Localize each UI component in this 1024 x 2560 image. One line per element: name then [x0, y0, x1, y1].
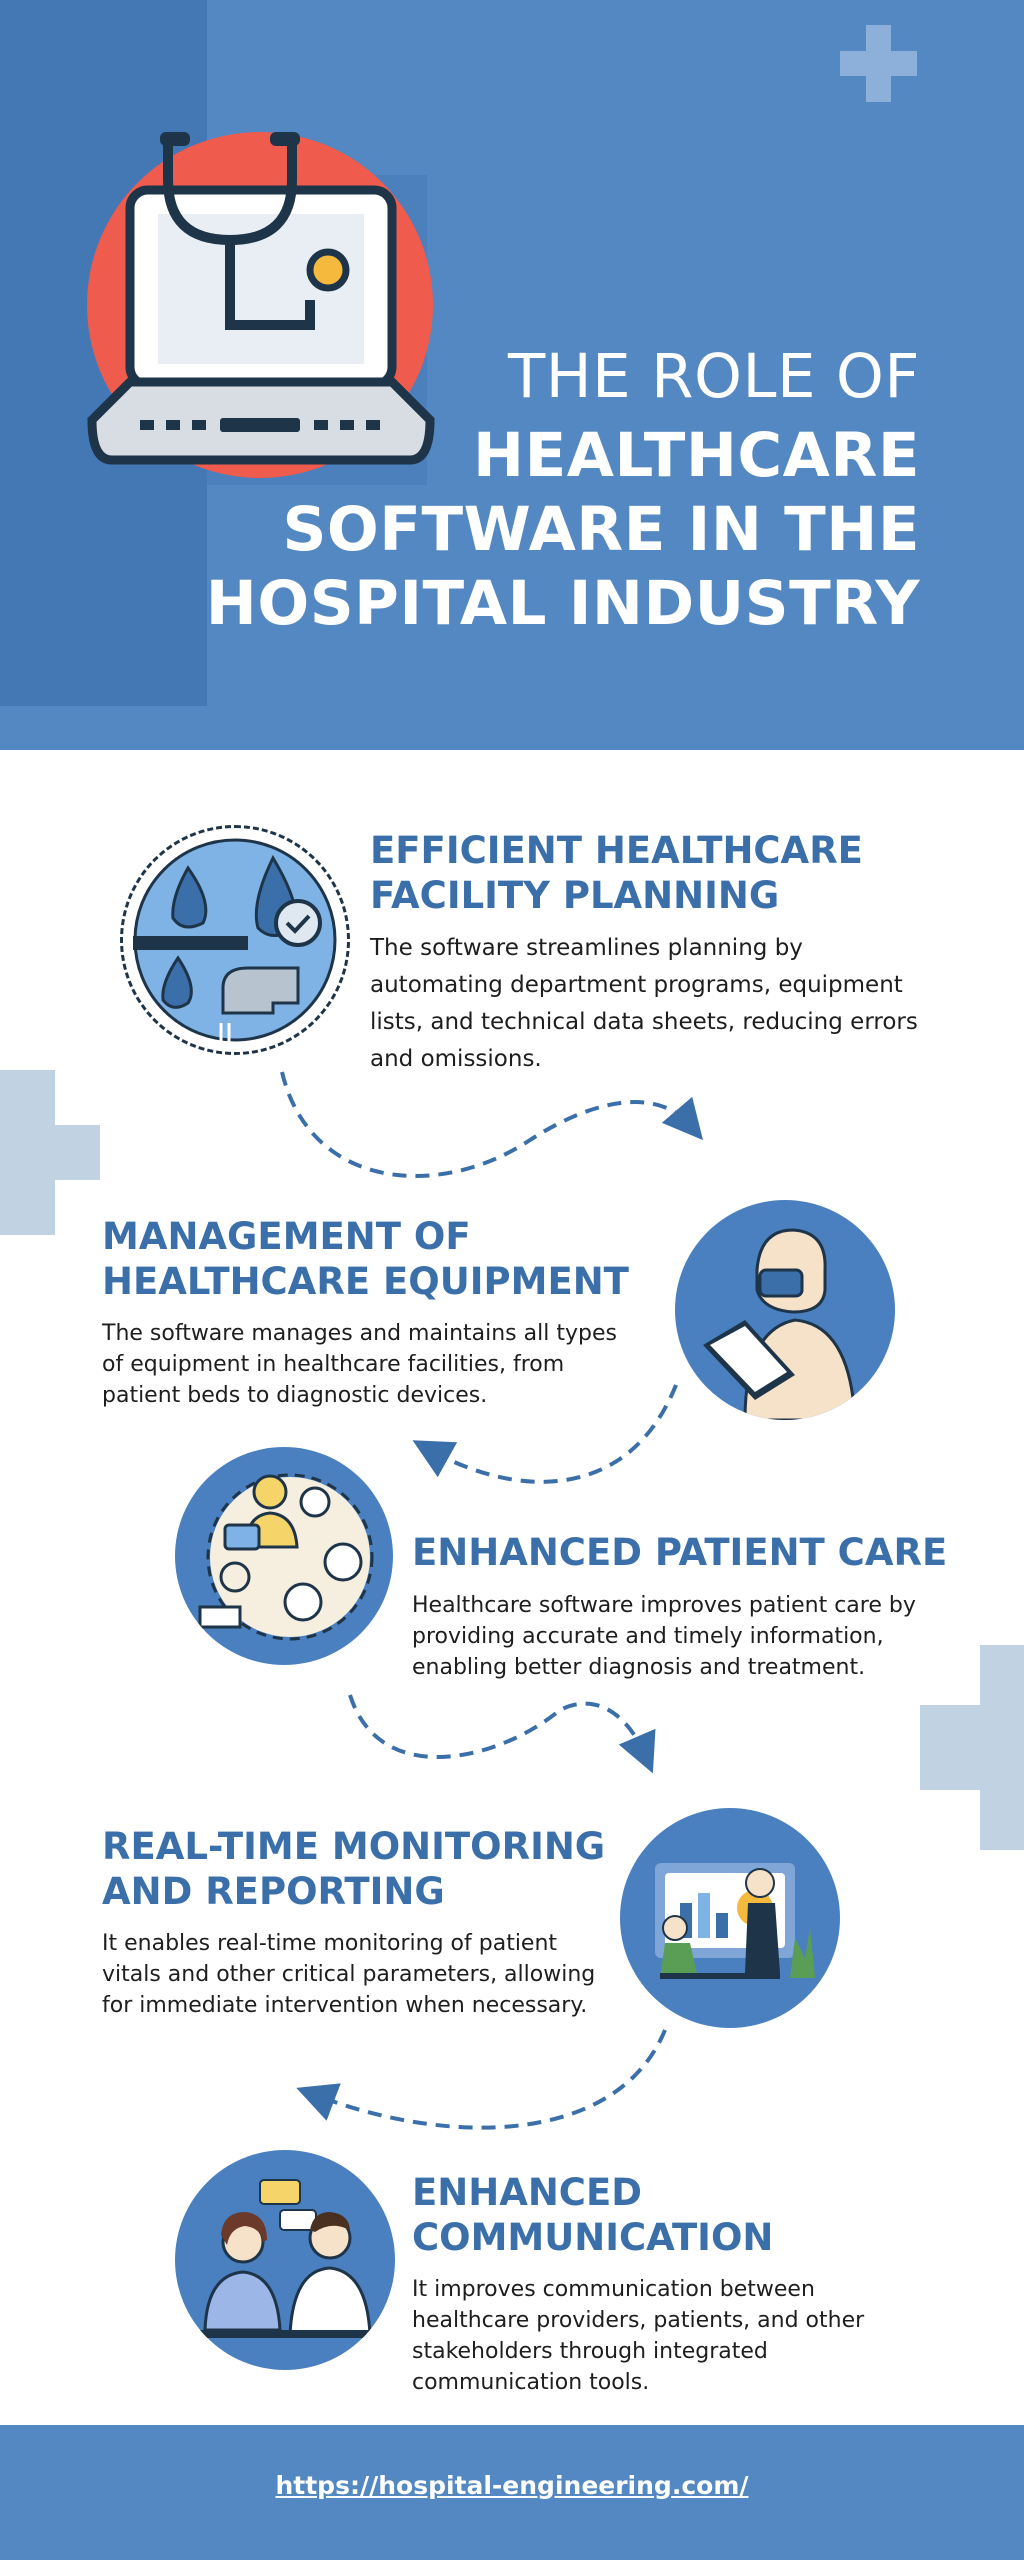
section-3-heading: ENHANCED PATIENT CARE: [412, 1530, 947, 1575]
section-2-heading: MANAGEMENT OF HEALTHCARE EQUIPMENT: [102, 1214, 629, 1304]
section-2-heading-line-2: HEALTHCARE EQUIPMENT: [102, 1260, 629, 1303]
section-5-illustration: [175, 2150, 395, 2370]
section-1-heading-line-2: FACILITY PLANNING: [370, 874, 780, 917]
page-title: THE ROLE OF HEALTHCARE SOFTWARE IN THE H…: [160, 335, 920, 641]
laptop-stethoscope-icon: [87, 132, 435, 478]
two-people-chatting-icon: [195, 2179, 375, 2338]
section-5-heading-line-2: COMMUNICATION: [412, 2216, 774, 2259]
patient-care-team-icon: [198, 1473, 374, 1641]
plus-decoration-icon: [840, 25, 917, 102]
title-line-4: HOSPITAL INDUSTRY: [205, 568, 920, 639]
section-4-body: It enables real-time monitoring of patie…: [102, 1931, 596, 2018]
section-1-illustration: [120, 825, 350, 1055]
section-3-body: Healthcare software improves patient car…: [412, 1593, 916, 1680]
plus-decoration-icon: [0, 1070, 100, 1235]
website-link[interactable]: https://hospital-engineering.com/: [275, 2471, 749, 2500]
footer-bar: https://hospital-engineering.com/: [0, 2425, 1024, 2560]
section-3-heading-line-1: ENHANCED PATIENT CARE: [412, 1531, 948, 1574]
section-1-heading: EFFICIENT HEALTHCARE FACILITY PLANNING: [370, 828, 863, 918]
plus-decoration-icon: [920, 1645, 1024, 1850]
section-2-illustration: [675, 1200, 895, 1420]
monitoring-dashboard-icon: [655, 1863, 815, 1979]
section-1-heading-line-1: EFFICIENT HEALTHCARE: [370, 829, 863, 872]
section-5-heading-line-1: ENHANCED: [412, 2171, 642, 2214]
section-4-illustration: [620, 1808, 840, 2028]
section-4-heading: REAL-TIME MONITORING AND REPORTING: [102, 1824, 605, 1914]
section-5-body: It improves communication between health…: [412, 2277, 865, 2395]
section-3-illustration: [175, 1447, 393, 1665]
section-4-heading-line-2: AND REPORTING: [102, 1870, 445, 1913]
title-line-2: HEALTHCARE: [473, 420, 920, 491]
section-4-heading-line-1: REAL-TIME MONITORING: [102, 1825, 606, 1868]
section-5-heading: ENHANCED COMMUNICATION: [412, 2170, 773, 2260]
header-banner: THE ROLE OF HEALTHCARE SOFTWARE IN THE H…: [0, 0, 1024, 750]
title-line-3: SOFTWARE IN THE: [282, 494, 920, 565]
title-line-1: THE ROLE OF: [508, 341, 920, 412]
water-drops-faucet-icon: [133, 838, 337, 1048]
section-2-heading-line-1: MANAGEMENT OF: [102, 1215, 471, 1258]
section-2-body: The software manages and maintains all t…: [102, 1321, 617, 1408]
doctor-clipboard-icon: [703, 1228, 857, 1420]
section-1-body: The software streamlines planning by aut…: [370, 935, 918, 1072]
